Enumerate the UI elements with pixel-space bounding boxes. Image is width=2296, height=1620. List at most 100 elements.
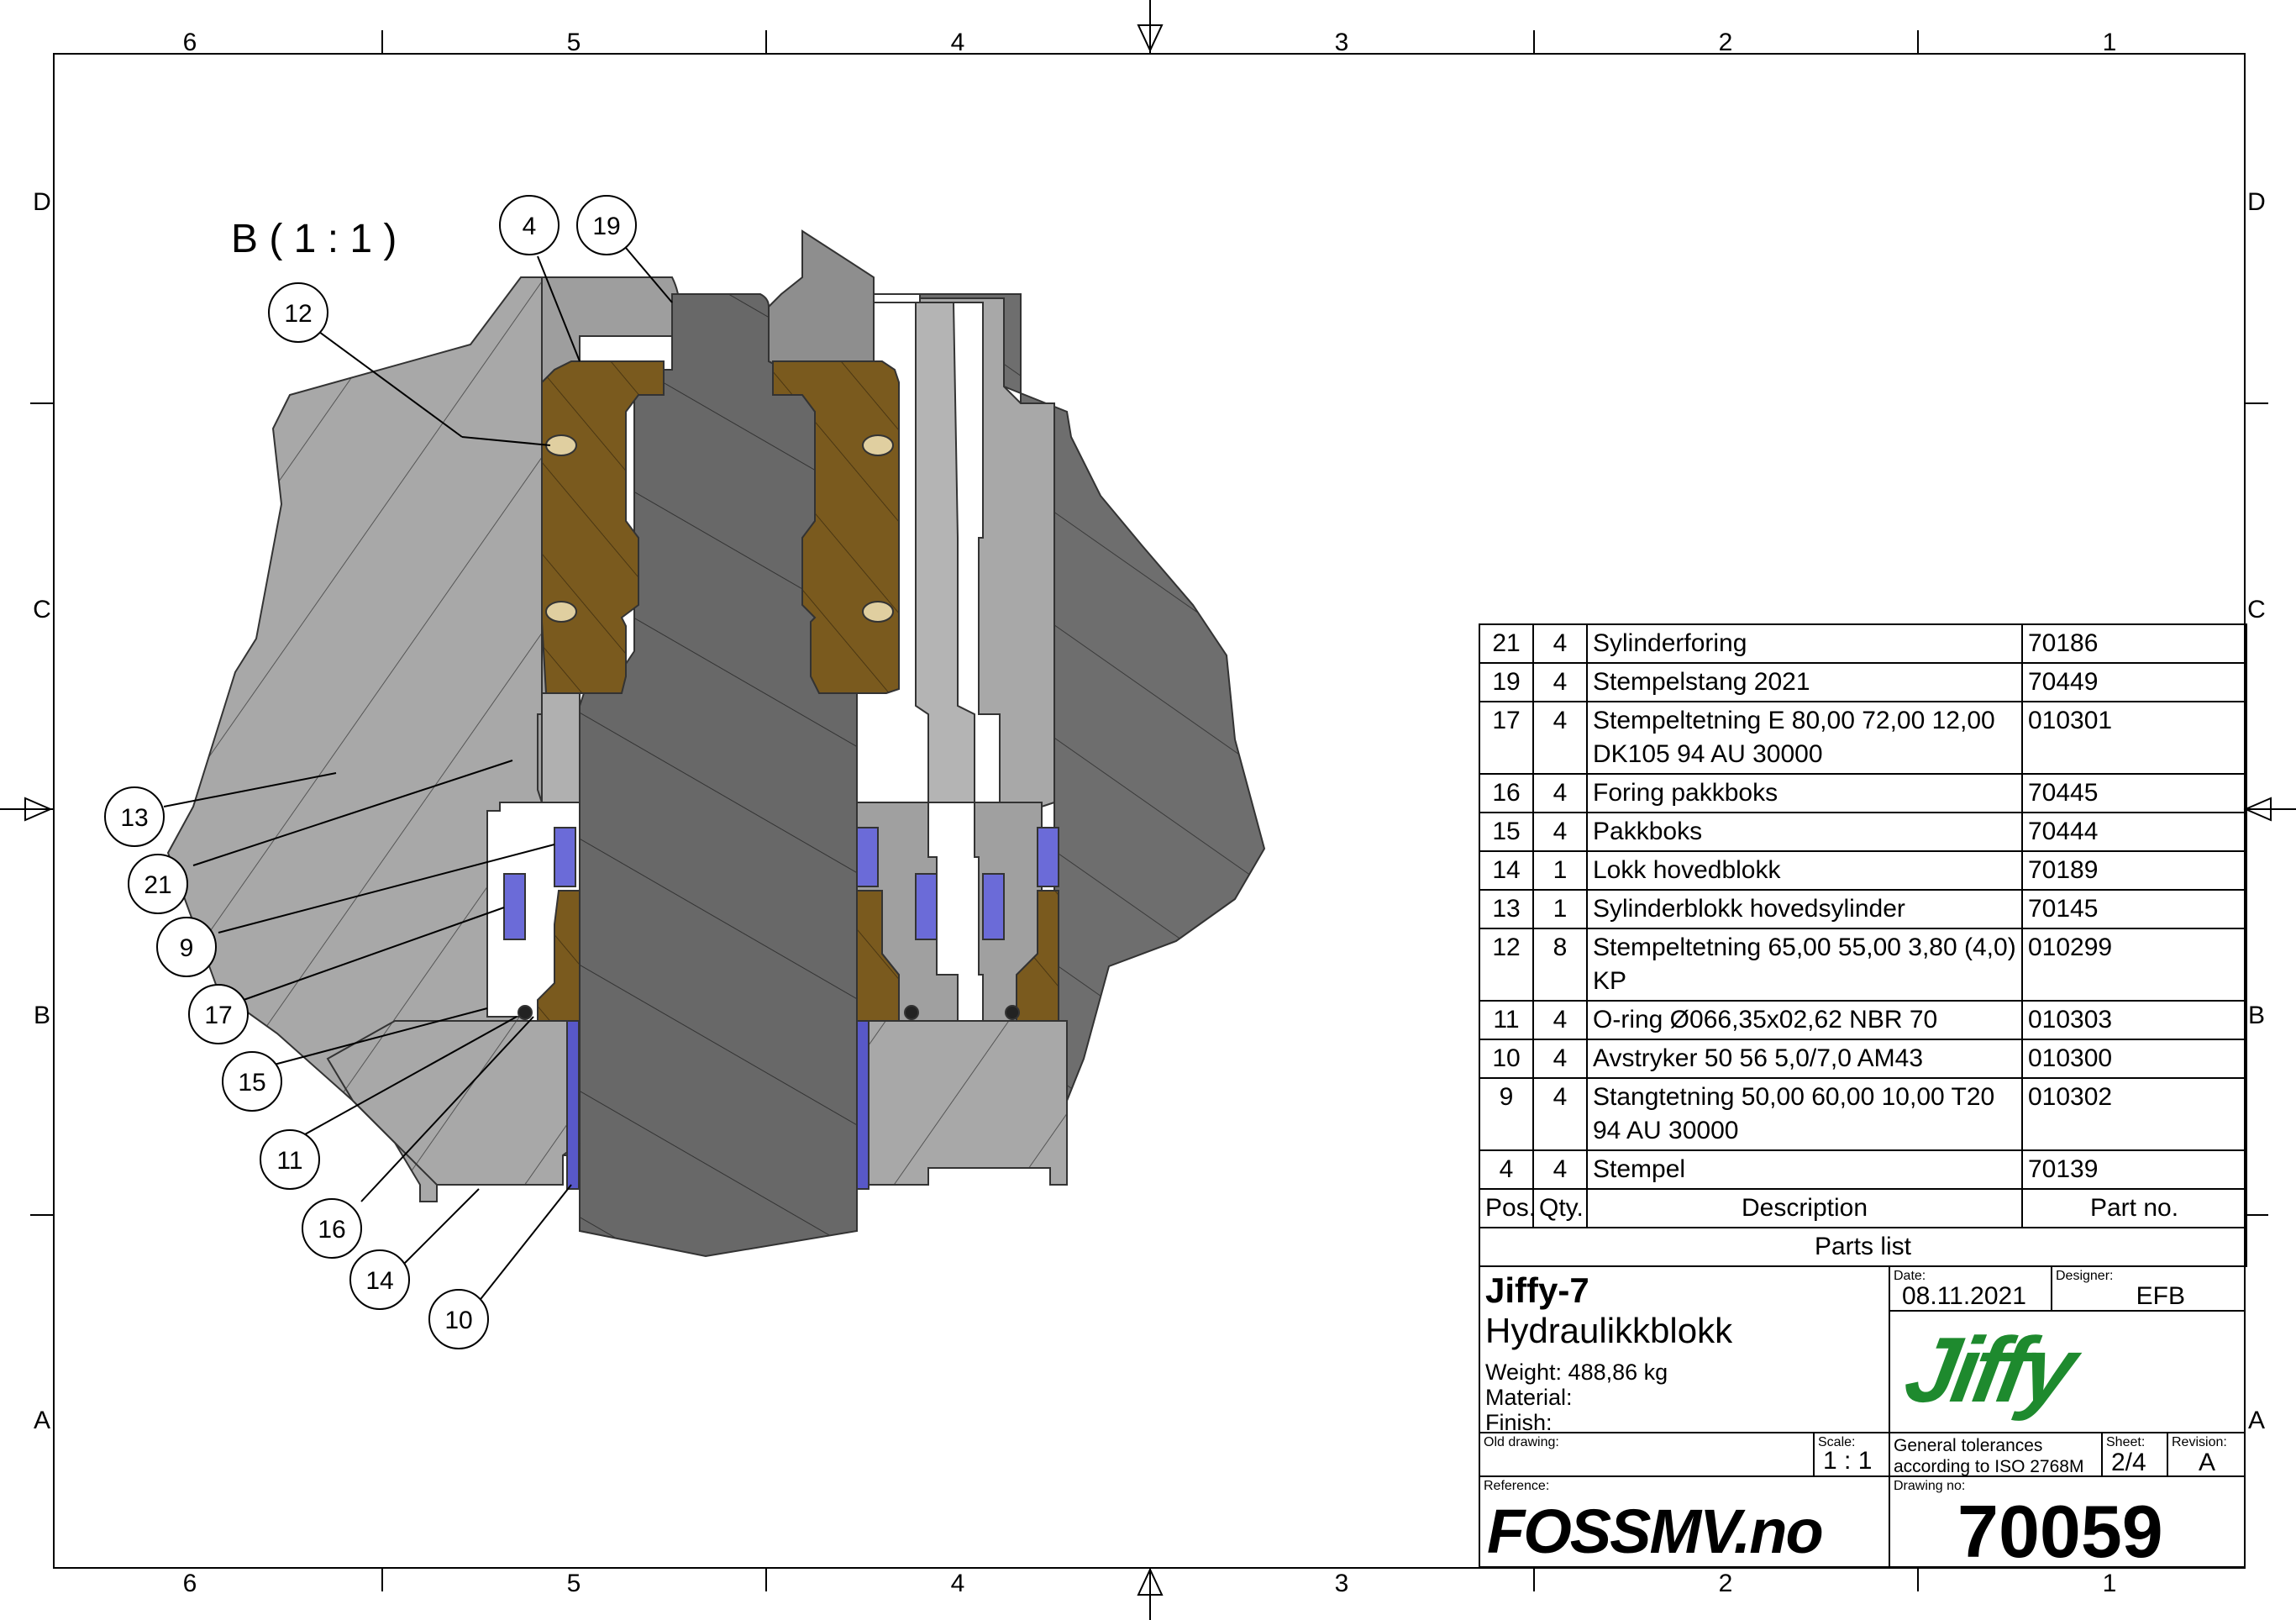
header-pos: Pos. <box>1479 1188 1536 1228</box>
balloon-13 <box>104 786 165 847</box>
header-part-no: Part no. <box>2021 1188 2247 1228</box>
seal-blue-6 <box>1037 827 1059 887</box>
old-drawing-label: Old drawing: <box>1484 1435 1559 1449</box>
drawing-no-label: Drawing no: <box>1894 1479 1966 1493</box>
section-view-label: B ( 1 : 1 ) <box>231 217 397 261</box>
header-description: Description <box>1586 1188 2023 1228</box>
rod-upper-bore <box>768 229 875 371</box>
fossmv-logo: FOSSMV.no <box>1487 1496 1824 1566</box>
reference-cell: Reference: FOSSMV.no <box>1479 1475 1890 1568</box>
scale-cell: Scale: 1 : 1 <box>1813 1432 1890 1477</box>
col-label-bottom-3: 3 <box>1335 1570 1349 1597</box>
row-part-no: 70186 <box>2021 623 2247 664</box>
seal-blue-2 <box>503 873 526 940</box>
scale-label: Scale: <box>1818 1435 1856 1449</box>
o-ring-left <box>518 1005 533 1020</box>
designer-cell: Designer: EFB <box>2051 1265 2246 1312</box>
sheet-label: Sheet: <box>2106 1435 2146 1449</box>
row-label-left-C: C <box>33 596 51 623</box>
row-pos: 11 <box>1479 1000 1534 1040</box>
row-description: Stempeltetning 65,00 55,00 3,80 (4,0) KP <box>1586 928 2023 1002</box>
col-label-bottom-5: 5 <box>567 1570 581 1597</box>
drawing-no-value: 70059 <box>1957 1490 2163 1573</box>
revision-value: A <box>2199 1449 2216 1476</box>
revision-label: Revision: <box>2172 1435 2227 1449</box>
col-label-top-1: 1 <box>2103 29 2117 56</box>
row-pos: 12 <box>1479 928 1534 1002</box>
cylinder-liner-mid <box>874 302 975 803</box>
callout-numbers: 4 19 12 13 21 9 17 15 11 16 14 10 <box>120 213 620 1334</box>
jiffy-logo: Jiffy <box>1898 1318 2080 1422</box>
callout-17: 17 <box>204 1002 232 1029</box>
balloon-16 <box>302 1198 362 1259</box>
row-part-no: 010302 <box>2021 1077 2247 1151</box>
wiper-blue-left <box>566 1020 580 1190</box>
o-ring-right-1 <box>904 1005 919 1020</box>
row-description: Stangtetning 50,00 60,00 10,00 T20 94 AU… <box>1586 1077 2023 1151</box>
callout-19: 19 <box>592 213 620 240</box>
row-pos: 19 <box>1479 662 1534 702</box>
callout-13: 13 <box>120 804 148 832</box>
tolerance-cell: General tolerances according to ISO 2768… <box>1889 1432 2103 1477</box>
old-drawing-cell: Old drawing: <box>1479 1432 1815 1477</box>
piston-seal-1 <box>545 434 577 456</box>
tolerance-text: General tolerances according to ISO 2768… <box>1894 1436 2084 1476</box>
callout-9: 9 <box>180 934 194 962</box>
callout-12: 12 <box>284 300 312 328</box>
row-label-right-B: B <box>2248 1002 2265 1029</box>
row-part-no: 70445 <box>2021 773 2247 813</box>
sheet-cell: Sheet: 2/4 <box>2101 1432 2168 1477</box>
row-qty: 1 <box>1532 889 1588 929</box>
row-pos: 9 <box>1479 1077 1534 1151</box>
row-pos: 4 <box>1479 1149 1534 1190</box>
drawing-subtitle: Hydraulikkblokk <box>1485 1311 1733 1350</box>
row-qty: 4 <box>1532 773 1588 813</box>
designer-label: Designer: <box>2056 1269 2114 1283</box>
row-part-no: 70444 <box>2021 812 2247 852</box>
title-cell: Jiffy-7 Hydraulikkblokk Weight: 488,86 k… <box>1479 1265 1890 1435</box>
parts-list-caption: Parts list <box>1479 1227 2247 1267</box>
row-part-no: 010301 <box>2021 701 2247 775</box>
seal-blue-1 <box>554 827 576 887</box>
sheet-value: 2/4 <box>2111 1449 2146 1476</box>
row-description: O-ring Ø066,35x02,62 NBR 70 <box>1586 1000 2023 1040</box>
balloon-11 <box>260 1129 320 1190</box>
balloon-14 <box>349 1249 410 1310</box>
row-part-no: 70145 <box>2021 889 2247 929</box>
row-part-no: 010303 <box>2021 1000 2247 1040</box>
parts-list-caption-row: Parts list <box>1479 1227 2247 1267</box>
row-description: Stempelstang 2021 <box>1586 662 2023 702</box>
row-qty: 4 <box>1532 1039 1588 1079</box>
row-description: Sylinderblokk hovedsylinder <box>1586 889 2023 929</box>
col-label-top-6: 6 <box>183 29 197 56</box>
piston-seal-4 <box>862 601 894 623</box>
row-qty: 1 <box>1532 850 1588 891</box>
balloon-12 <box>268 282 328 343</box>
reference-label: Reference: <box>1484 1479 1550 1493</box>
callout-balloons <box>104 195 637 1349</box>
row-pos: 17 <box>1479 701 1534 775</box>
row-description: Lokk hovedblokk <box>1586 850 2023 891</box>
parts-list-header-row: Pos. Qty. Description Part no. <box>1479 1188 2247 1228</box>
date-cell: Date: 08.11.2021 <box>1889 1265 2052 1312</box>
lid-right <box>856 1020 1068 1186</box>
row-pos: 13 <box>1479 889 1534 929</box>
col-label-top-5: 5 <box>567 29 581 56</box>
cylinder-block-housing <box>166 276 581 1202</box>
row-part-no: 010300 <box>2021 1039 2247 1079</box>
row-qty: 4 <box>1532 662 1588 702</box>
callout-14: 14 <box>365 1267 393 1295</box>
row-qty: 8 <box>1532 928 1588 1002</box>
col-label-bottom-6: 6 <box>183 1570 197 1597</box>
row-description: Pakkboks <box>1586 812 2023 852</box>
section-view-b <box>166 229 1266 1258</box>
balloon-17 <box>188 984 249 1044</box>
